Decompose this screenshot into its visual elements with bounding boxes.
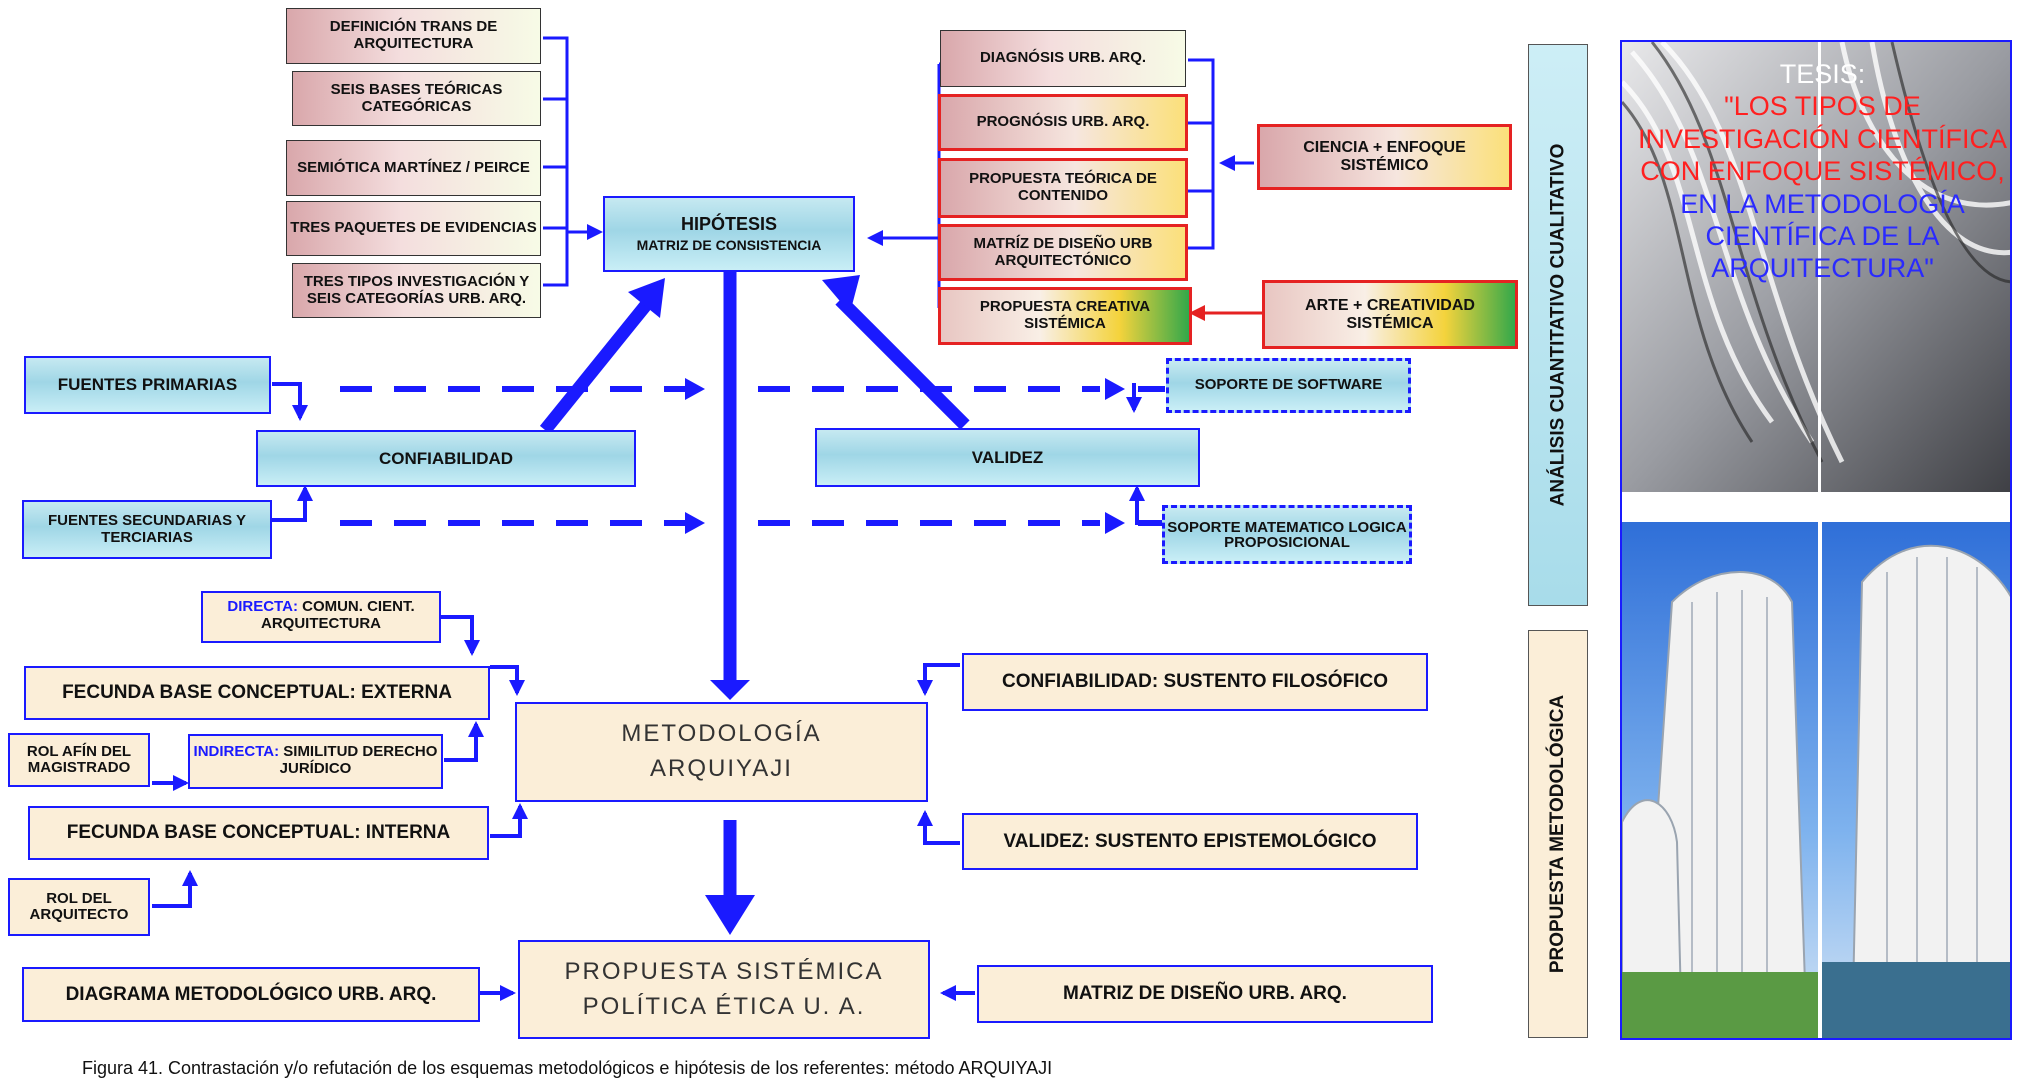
conf-filosofico-box: CONFIABILIDAD: SUSTENTO FILOSÓFICO xyxy=(962,653,1428,711)
box-tres-paquetes: TRES PAQUETES DE EVIDENCIAS xyxy=(286,201,541,256)
side-label-propuesta: PROPUESTA METODOLÓGICA xyxy=(1528,630,1588,1038)
side-label-propuesta-text: PROPUESTA METODOLÓGICA xyxy=(1547,694,1568,974)
metodologia-line1: METODOLOGÍA xyxy=(621,720,822,748)
metodologia-box: METODOLOGÍA ARQUIYAJI xyxy=(515,702,928,802)
box-seis-bases: SEIS BASES TEÓRICAS CATEGÓRICAS xyxy=(292,71,541,126)
thesis-title: TESIS: "LOS TIPOS DE INVESTIGACIÓN CIENT… xyxy=(1625,58,2020,285)
directa-text: COMUN. CIENT. ARQUITECTURA xyxy=(261,598,415,632)
thesis-title-red: "LOS TIPOS DE INVESTIGACIÓN CIENTÍFICA C… xyxy=(1637,91,2008,187)
fecunda-interna-box: FECUNDA BASE CONCEPTUAL: INTERNA xyxy=(28,806,489,860)
box-semiotica: SEMIÓTICA MARTÍNEZ / PEIRCE xyxy=(286,140,541,196)
side-label-analisis: ANÁLISIS CUANTITATIVO CUALITATIVO xyxy=(1528,44,1588,606)
confiabilidad-box: CONFIABILIDAD xyxy=(256,430,636,487)
figure-caption: Figura 41. Contrastación y/o refutación … xyxy=(82,1058,1053,1078)
hypothesis-box: HIPÓTESIS MATRIZ DE CONSISTENCIA xyxy=(603,196,855,272)
side-label-analisis-text: ANÁLISIS CUANTITATIVO CUALITATIVO xyxy=(1547,143,1568,507)
validez-epistemologico-box: VALIDEZ: SUSTENTO EPISTEMOLÓGICO xyxy=(962,813,1418,870)
dashed-arrowheads xyxy=(685,378,1125,534)
thesis-cover xyxy=(1620,40,2012,1040)
fuentes-secundarias-box: FUENTES SECUNDARIAS Y TERCIARIAS xyxy=(22,500,272,559)
indirecta-text: SIMILITUD DERECHO JURÍDICO xyxy=(279,743,438,777)
thick-arrowheads xyxy=(628,275,860,935)
propuesta-line2: POLÍTICA ÉTICA U. A. xyxy=(582,992,866,1020)
thesis-title-blue: EN LA METODOLOGÍA CIENTÍFICA DE LA ARQUI… xyxy=(1680,188,1965,284)
box-matriz-diseno-top: MATRÍZ DE DISEÑO URB ARQUITECTÓNICO xyxy=(938,224,1188,281)
box-diagnosis: DIAGNÓSIS URB. ARQ. xyxy=(940,30,1186,87)
left-bracket xyxy=(543,36,603,287)
soporte-software-box: SOPORTE DE SOFTWARE xyxy=(1166,358,1411,413)
rol-magistrado-box: ROL AFÍN DEL MAGISTRADO xyxy=(8,733,150,787)
box-prognosis: PROGNÓSIS URB. ARQ. xyxy=(938,94,1188,151)
box-propuesta-teorica: PROPUESTA TEÓRICA DE CONTENIDO xyxy=(938,158,1188,218)
box-definicion: DEFINICIÓN TRANS DE ARQUITECTURA xyxy=(286,8,541,64)
propuesta-box: PROPUESTA SISTÉMICA POLÍTICA ÉTICA U. A. xyxy=(518,940,930,1039)
art-box: ARTE + CREATIVIDAD SISTÉMICA xyxy=(1262,280,1518,349)
matriz-diseno-box: MATRIZ DE DISEÑO URB. ARQ. xyxy=(977,965,1433,1023)
soporte-matematico-box: SOPORTE MATEMATICO LOGICA PROPOSICIONAL xyxy=(1162,505,1412,564)
hypothesis-title: HIPÓTESIS xyxy=(680,214,778,235)
fuentes-primarias-box: FUENTES PRIMARIAS xyxy=(24,356,271,414)
fecunda-externa-box: FECUNDA BASE CONCEPTUAL: EXTERNA xyxy=(24,666,490,720)
propuesta-line1: PROPUESTA SISTÉMICA xyxy=(564,957,884,985)
validez-box: VALIDEZ xyxy=(815,428,1200,487)
metodologia-line2: ARQUIYAJI xyxy=(650,755,793,782)
science-box: CIENCIA + ENFOQUE SISTÉMICO xyxy=(1257,124,1512,190)
indirecta-prefix: INDIRECTA: xyxy=(193,743,280,760)
directa-prefix: DIRECTA: xyxy=(227,598,298,615)
directa-box: DIRECTA: COMUN. CIENT. ARQUITECTURA xyxy=(201,591,441,643)
hypothesis-subtitle: MATRIZ DE CONSISTENCIA xyxy=(636,237,822,254)
indirecta-box: INDIRECTA: SIMILITUD DERECHO JURÍDICO xyxy=(188,734,443,789)
box-propuesta-creativa: PROPUESTA CREATIVA SISTÉMICA xyxy=(938,287,1192,345)
thick-arrows xyxy=(539,272,970,900)
architecture-photo xyxy=(1622,42,2010,1038)
rol-arquitecto-box: ROL DEL ARQUITECTO xyxy=(8,878,150,936)
diagrama-metodologico-box: DIAGRAMA METODOLÓGICO URB. ARQ. xyxy=(22,967,480,1022)
elbow-arrows xyxy=(152,382,1160,1001)
thesis-label: TESIS: xyxy=(1779,59,1866,89)
box-tres-tipos: TRES TIPOS INVESTIGACIÓN Y SEIS CATEGORÍ… xyxy=(292,263,541,318)
